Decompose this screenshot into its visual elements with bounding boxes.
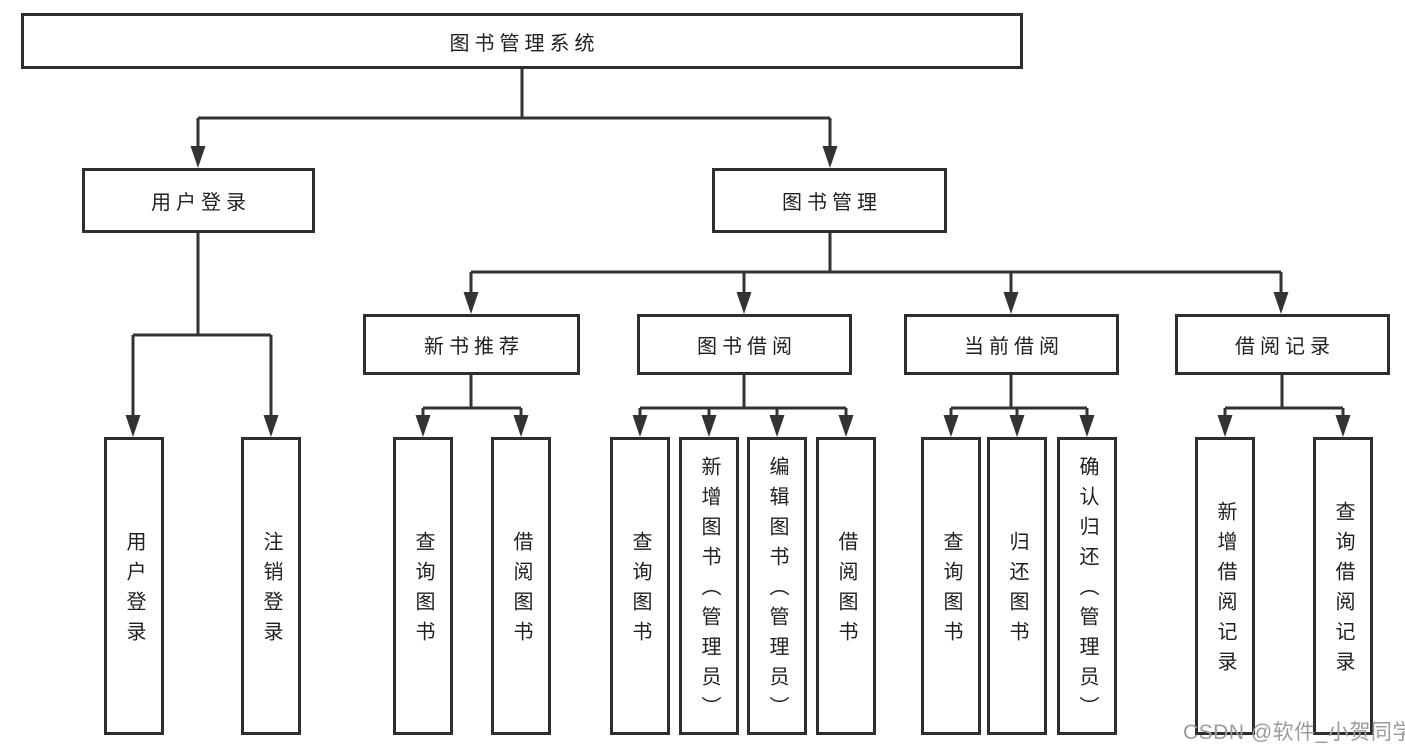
node-root-label: 图书管理系统	[449, 32, 600, 55]
node-root: 图书管理系统	[21, 13, 1023, 69]
node-new-book-recommend: 新书推荐	[363, 314, 580, 375]
leaf-logout: 注销登录	[241, 437, 301, 735]
leaf-add-book-admin: 新增图书（管理员）	[679, 437, 739, 735]
leaf-add-book-admin-label: 新增图书（管理员）	[698, 456, 720, 726]
leaf-confirm-return-admin: 确认归还（管理员）	[1057, 437, 1117, 735]
leaf-query-borrow-record-label: 查询借阅记录	[1332, 501, 1354, 681]
leaf-query-books-borrow: 查询图书	[610, 437, 670, 735]
watermark: CSDN @软件_小贺同学	[1183, 721, 1405, 744]
connector-book-borrow-children	[638, 375, 848, 417]
leaf-add-borrow-record-label: 新增借阅记录	[1214, 501, 1236, 681]
leaf-edit-book-admin: 编辑图书（管理员）	[747, 437, 807, 735]
node-current-borrow: 当前借阅	[904, 314, 1119, 375]
node-user-login-label: 用户登录	[151, 192, 251, 214]
node-book-borrow: 图书借阅	[637, 314, 852, 375]
leaf-borrow-books-borrow: 借阅图书	[816, 437, 876, 735]
node-borrow-records: 借阅记录	[1175, 314, 1390, 375]
node-user-login: 用户登录	[82, 168, 315, 233]
leaf-add-borrow-record: 新增借阅记录	[1195, 437, 1255, 735]
leaf-query-books-current: 查询图书	[921, 437, 981, 735]
node-borrow-records-label: 借阅记录	[1235, 336, 1335, 358]
leaf-borrow-books-borrow-label: 借阅图书	[835, 531, 857, 651]
leaf-query-books-recommend: 查询图书	[393, 437, 453, 735]
leaf-return-book-label: 归还图书	[1006, 531, 1028, 651]
connector-book-management-children	[469, 233, 1283, 294]
connector-root-to-level1	[196, 68, 832, 148]
node-book-management-label: 图书管理	[782, 192, 882, 214]
leaf-confirm-return-admin-label: 确认归还（管理员）	[1076, 456, 1098, 726]
node-new-book-recommend-label: 新书推荐	[424, 336, 524, 358]
connector-user-login-children	[131, 233, 273, 417]
node-book-borrow-label: 图书借阅	[697, 336, 797, 358]
leaf-user-login: 用户登录	[104, 437, 164, 735]
connector-new-book-recommend-children	[421, 375, 523, 417]
leaf-user-login-label: 用户登录	[123, 531, 145, 651]
leaf-query-borrow-record: 查询借阅记录	[1313, 437, 1373, 735]
node-book-management: 图书管理	[712, 168, 947, 233]
leaf-return-book: 归还图书	[987, 437, 1047, 735]
leaf-query-books-borrow-label: 查询图书	[629, 531, 651, 651]
leaf-query-books-current-label: 查询图书	[940, 531, 962, 651]
connector-borrow-records-children	[1223, 375, 1345, 417]
connector-current-borrow-children	[949, 375, 1089, 417]
node-current-borrow-label: 当前借阅	[964, 336, 1064, 358]
leaf-borrow-books-recommend-label: 借阅图书	[510, 531, 532, 651]
leaf-borrow-books-recommend: 借阅图书	[491, 437, 551, 735]
leaf-edit-book-admin-label: 编辑图书（管理员）	[766, 456, 788, 726]
leaf-logout-label: 注销登录	[260, 531, 282, 651]
leaf-query-books-recommend-label: 查询图书	[412, 531, 434, 651]
